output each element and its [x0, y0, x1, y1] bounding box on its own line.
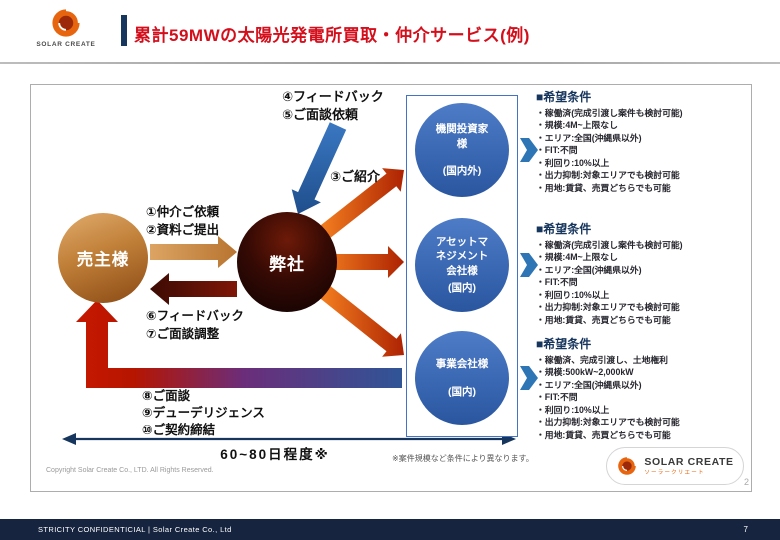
list-item: ・利回り:10%以上	[536, 289, 610, 300]
footer-page-number: 7	[743, 525, 748, 534]
list-item: ・FIT:不問	[536, 277, 578, 288]
list-item: ・エリア:全国(沖縄県以外)	[536, 132, 642, 143]
condition-list: ・稼働済(完成引渡し案件も検討可能) ・規模:4M~上限なし・エリア:全国(沖縄県…	[536, 239, 748, 326]
buyer-region: (国内)	[448, 281, 476, 294]
header-logo: SOLAR CREATE	[34, 6, 98, 48]
bottom-logo: SOLAR CREATE ソーラークリエート	[606, 447, 744, 485]
condition-block-3: ■希望条件 ・稼働済、完成引渡し、土地権利・規模:500kW~2,000kW・エ…	[536, 335, 748, 441]
duration-label: 60~80日程度※	[220, 447, 330, 462]
seller-circle: 売主様	[58, 213, 148, 303]
bottom-logo-title: SOLAR CREATE	[644, 456, 734, 468]
buyer-circle-institutional-investor: 機関投資家 様 (国内外)	[415, 103, 509, 197]
company-label: 弊社	[269, 254, 305, 274]
list-item: ・出力抑制:対象エリアでも検討可能	[536, 302, 680, 313]
slide-page-mark: 2	[744, 477, 750, 487]
list-item: ・用地:賃貸、売買どちらでも可能	[536, 429, 671, 440]
buyer-region: (国内)	[448, 385, 476, 398]
header-divider	[0, 62, 780, 64]
condition-list: ・稼働済(完成引渡し案件も検討可能) ・規模:4M~上限なし・エリア:全国(沖縄県…	[536, 107, 748, 194]
condition-title: ■希望条件	[536, 90, 592, 104]
footer-bar: STRICITY CONFIDENTICIAL | Solar Create C…	[0, 519, 780, 540]
logo-wordmark: SOLAR CREATE	[36, 41, 96, 48]
bottom-logo-subtitle: ソーラークリエート	[644, 470, 705, 476]
list-item: ・FIT:不問	[536, 392, 578, 403]
list-item: ・エリア:全国(沖縄県以外)	[536, 379, 642, 390]
buyer-name: 機関投資家 様	[435, 123, 489, 150]
copyright: Copyright Solar Create Co., LTD. All Rig…	[46, 467, 214, 474]
list-item: ・エリア:全国(沖縄県以外)	[536, 264, 642, 275]
condition-block-1: ■希望条件 ・稼働済(完成引渡し案件も検討可能) ・規模:4M~上限なし・エリア:…	[536, 88, 748, 194]
label-feedback-meeting-request: ④フィードバック ⑤ご面談依頼	[282, 89, 384, 123]
label-brokerage-request: ①仲介ご依頼 ②資料ご提出	[146, 205, 220, 238]
company-circle: 弊社	[237, 212, 337, 312]
list-item: ・FIT:不問	[536, 145, 578, 156]
list-item: ・出力抑制:対象エリアでも検討可能	[536, 170, 680, 181]
solar-create-logo-icon	[52, 8, 81, 37]
condition-block-2: ■希望条件 ・稼働済(完成引渡し案件も検討可能) ・規模:4M~上限なし・エリア:…	[536, 220, 748, 326]
list-item: ・稼働済、完成引渡し、土地権利	[536, 355, 668, 365]
list-item: ・利回り:10%以上	[536, 404, 610, 415]
seller-label: 売主様	[76, 251, 130, 269]
list-item: ・規模:500kW~2,000kW	[536, 367, 634, 378]
title-accent-bar	[121, 15, 127, 46]
conditions-note: ※案件規模など条件により異なります。	[392, 454, 534, 463]
condition-list: ・稼働済、完成引渡し、土地権利・規模:500kW~2,000kW・エリア:全国(…	[536, 354, 748, 441]
label-feedback-adjust: ⑥フィードバック ⑦ご面談調整	[146, 309, 244, 342]
condition-title: ■希望条件	[536, 337, 592, 351]
buyer-circle-asset-management: アセットマ ネジメント 会社様 (国内)	[415, 218, 509, 312]
solar-create-logo-icon	[618, 456, 637, 475]
list-item: ・利回り:10%以上	[536, 157, 610, 168]
buyer-region: (国内外)	[442, 164, 482, 177]
page-title: 累計59MWの太陽光発電所買取・仲介サービス(例)	[134, 26, 530, 45]
list-item: ・稼働済(完成引渡し案件も検討可能)	[536, 240, 683, 250]
buyer-name: アセットマ ネジメント 会社様	[435, 236, 489, 277]
list-item: ・稼働済(完成引渡し案件も検討可能)	[536, 108, 683, 118]
buyer-circle-operating-company: 事業会社様 (国内)	[415, 331, 509, 425]
footer-text: STRICITY CONFIDENTICIAL | Solar Create C…	[38, 525, 232, 534]
label-closing-steps: ⑧ご面談 ⑨デューデリジェンス ⑩ご契約締結	[142, 389, 265, 437]
list-item: ・用地:賃貸、売買どちらでも可能	[536, 182, 671, 193]
condition-title: ■希望条件	[536, 222, 592, 236]
list-item: ・規模:4M~上限なし	[536, 120, 618, 131]
list-item: ・用地:賃貸、売買どちらでも可能	[536, 314, 671, 325]
list-item: ・規模:4M~上限なし	[536, 252, 618, 263]
bottom-logo-text: SOLAR CREATE ソーラークリエート	[644, 456, 733, 476]
label-referral: ③ご紹介	[330, 169, 381, 184]
list-item: ・出力抑制:対象エリアでも検討可能	[536, 417, 680, 428]
buyer-name: 事業会社様	[435, 358, 489, 371]
